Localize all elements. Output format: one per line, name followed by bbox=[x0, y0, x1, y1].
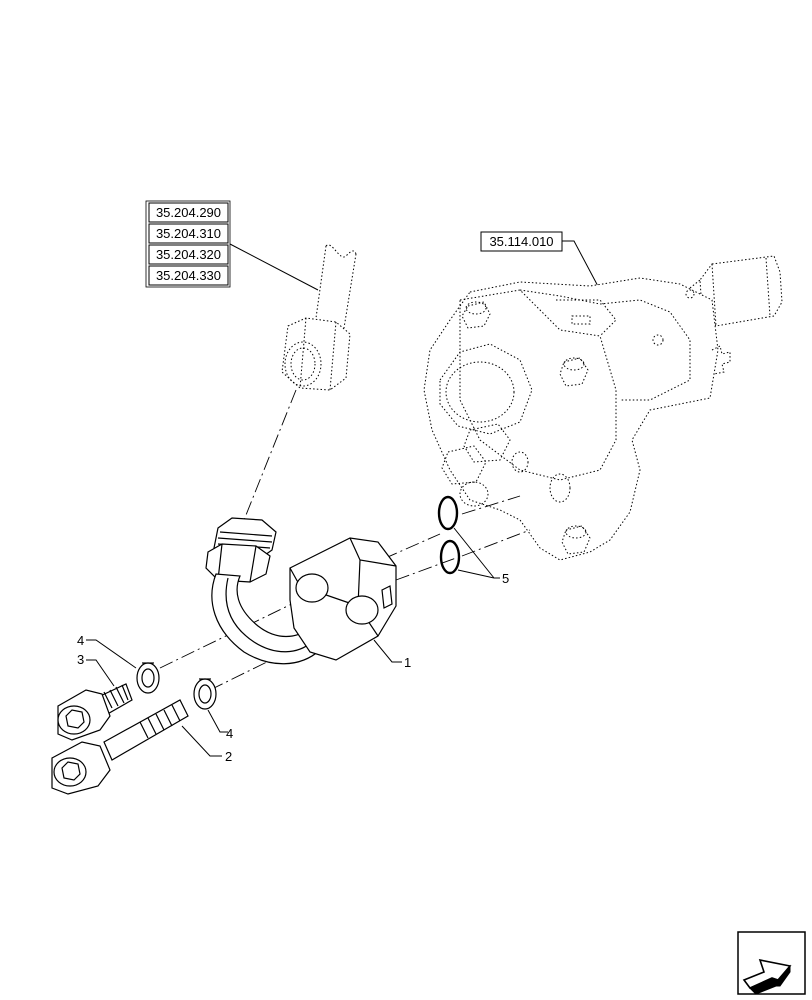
ref-label: 35.204.310 bbox=[156, 226, 221, 241]
part-5-o-ring-bottom[interactable] bbox=[439, 539, 461, 575]
part-4-washer-lower[interactable] bbox=[193, 678, 217, 710]
ref-label: 35.204.290 bbox=[156, 205, 221, 220]
callout-number: 1 bbox=[404, 655, 411, 670]
callout-2: 2 bbox=[181, 725, 232, 764]
ref-box-35-204-320[interactable]: 35.204.320 bbox=[148, 244, 229, 265]
callout-number: 4 bbox=[226, 726, 233, 741]
callout-4-lower: 4 bbox=[207, 709, 233, 741]
leader-line bbox=[229, 243, 319, 291]
part-3-short-cap-screw[interactable] bbox=[57, 683, 133, 741]
callout-number: 2 bbox=[225, 749, 232, 764]
ref-label: 35.204.320 bbox=[156, 247, 221, 262]
next-page-arrow-icon[interactable] bbox=[737, 931, 806, 995]
part-5-o-ring-top[interactable] bbox=[437, 495, 459, 531]
ref-box-35-114-010[interactable]: 35.114.010 bbox=[480, 231, 563, 252]
callout-3: 3 bbox=[77, 652, 115, 687]
pump-bolt bbox=[561, 525, 591, 555]
ref-label: 35.204.330 bbox=[156, 268, 221, 283]
pump-bolt bbox=[461, 301, 491, 329]
ref-box-35-204-310[interactable]: 35.204.310 bbox=[148, 223, 229, 244]
part-1-elbow-flange-fitting[interactable] bbox=[205, 517, 397, 665]
pump-bolt bbox=[559, 357, 589, 387]
callout-number: 5 bbox=[502, 571, 509, 586]
callout-1: 1 bbox=[373, 639, 411, 670]
ref-box-35-204-290[interactable]: 35.204.290 bbox=[148, 202, 229, 223]
callout-number: 4 bbox=[77, 633, 84, 648]
callout-4-upper: 4 bbox=[77, 633, 137, 669]
ref-label: 35.114.010 bbox=[489, 234, 553, 249]
callout-5: 5 bbox=[453, 527, 509, 586]
leader-line bbox=[562, 240, 601, 291]
ref-box-35-204-330[interactable]: 35.204.330 bbox=[148, 265, 229, 286]
part-2-long-cap-screw[interactable] bbox=[51, 699, 189, 795]
part-4-washer-upper[interactable] bbox=[136, 662, 160, 694]
hose-reference-group: 35.204.290 35.204.310 35.204.320 35.204.… bbox=[145, 200, 319, 291]
upstream-hose-fitting bbox=[281, 244, 357, 391]
pump-reference-group: 35.114.010 bbox=[480, 231, 601, 291]
callout-number: 3 bbox=[77, 652, 84, 667]
hydraulic-pump bbox=[423, 255, 783, 561]
